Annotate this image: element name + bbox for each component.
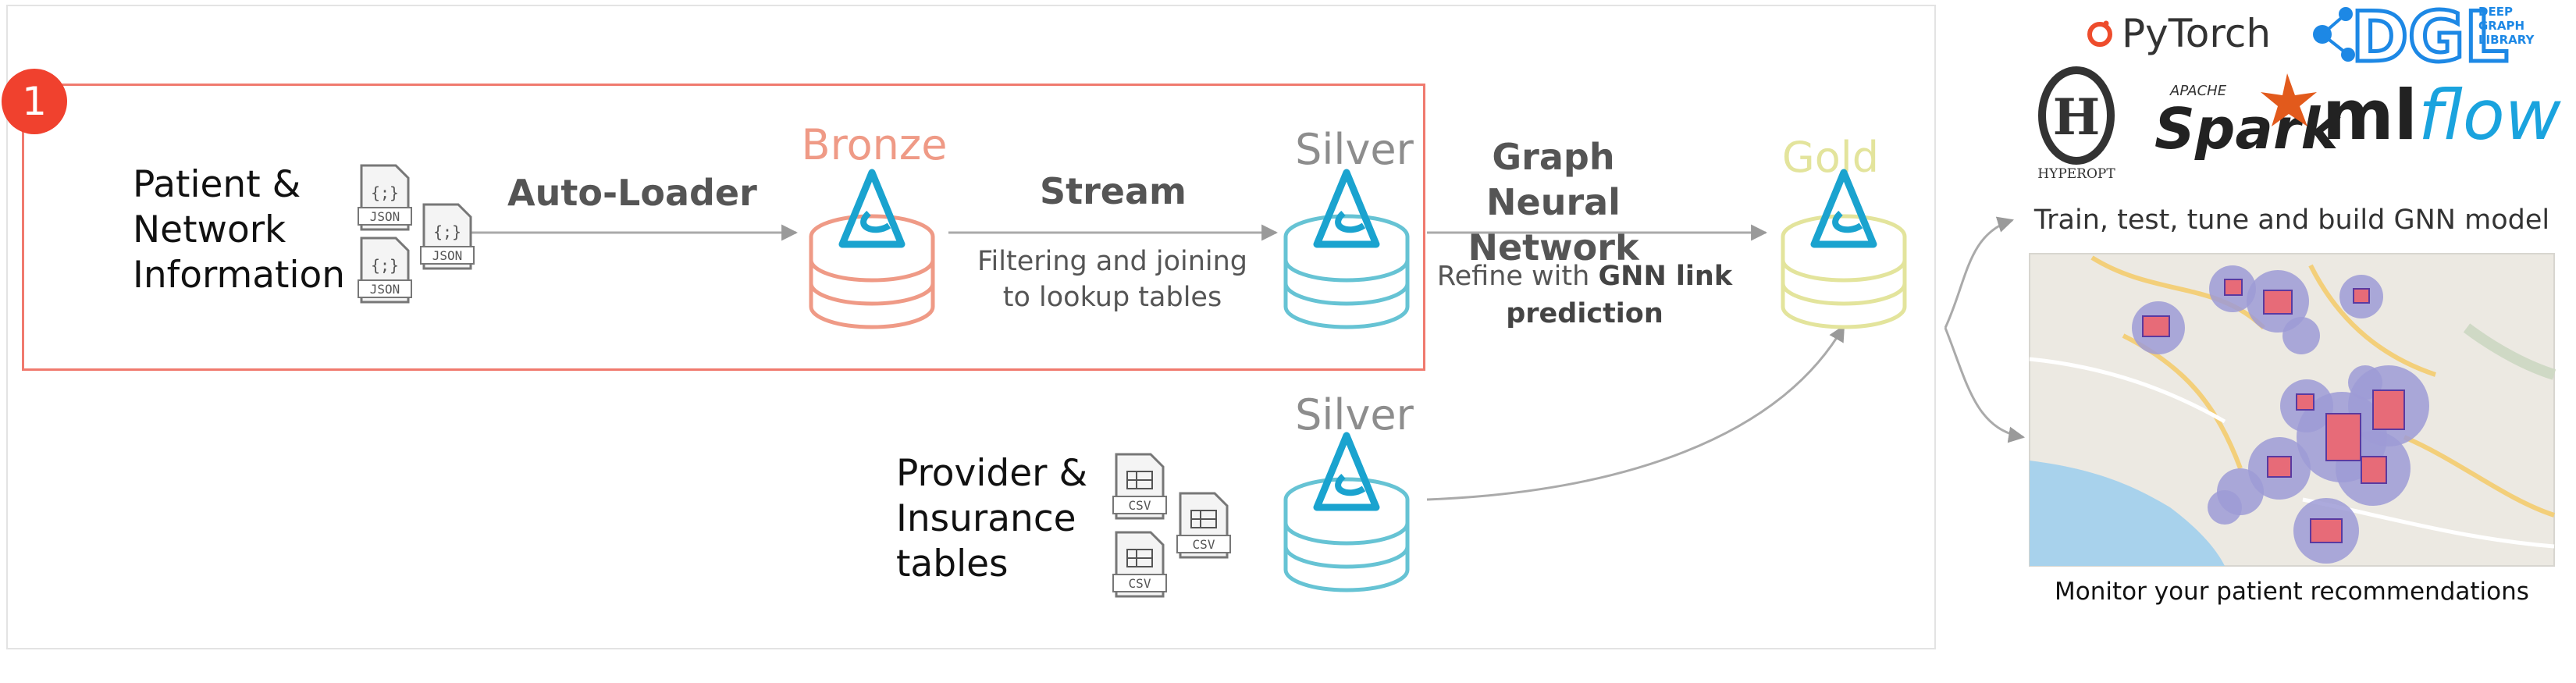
gold-database-icon xyxy=(1783,173,1905,327)
svg-text:ml: ml xyxy=(2322,75,2418,155)
provider-line-1: Provider & xyxy=(896,452,1088,495)
autoloader-label: Auto-Loader xyxy=(507,172,757,214)
svg-text:APACHE: APACHE xyxy=(2169,83,2227,99)
svg-text:JSON: JSON xyxy=(370,282,400,297)
patient-recommendation-map xyxy=(2029,253,2556,567)
refine-subtext: Refine with GNN link prediction xyxy=(1429,258,1741,333)
provider-line-2: Insurance xyxy=(896,497,1076,540)
refine-line-2: prediction xyxy=(1506,298,1663,329)
gold-to-map-arrow xyxy=(1944,327,2026,443)
svg-text:H: H xyxy=(2053,88,2100,147)
step-1-highlight-box xyxy=(22,84,1425,371)
stream-sub-line-2: to lookup tables xyxy=(1002,282,1222,313)
svg-text:{;}: {;} xyxy=(433,222,461,241)
stream-label: Stream xyxy=(1040,170,1187,212)
stream-subtext: Filtering and joining to lookup tables xyxy=(968,244,1257,315)
step-badge: 1 xyxy=(2,69,67,134)
svg-text:{;}: {;} xyxy=(371,183,399,202)
pytorch-logo: PyTorch xyxy=(2087,11,2271,56)
hyperopt-logo: H HYPEROPT xyxy=(2037,66,2115,182)
mlflow-logo: ml flow xyxy=(2322,75,2562,155)
diagram-frame xyxy=(6,5,1936,649)
silver-lower-database-icon xyxy=(1286,436,1407,590)
monitor-caption: Monitor your patient recommendations xyxy=(2055,578,2529,606)
svg-text:DGL: DGL xyxy=(2351,0,2508,77)
svg-text:CSV: CSV xyxy=(1129,576,1151,591)
gold-to-train-arrow xyxy=(1944,216,2015,329)
gold-label: Gold xyxy=(1781,133,1880,182)
bronze-database-icon xyxy=(811,173,933,327)
svg-text:DEEP: DEEP xyxy=(2478,5,2513,19)
patient-line-1: Patient & xyxy=(133,163,301,206)
stream-sub-line-1: Filtering and joining xyxy=(977,246,1248,277)
svg-text:CSV: CSV xyxy=(1193,537,1215,552)
csv-file-icon: CSV xyxy=(1176,492,1231,559)
svg-text:JSON: JSON xyxy=(370,209,400,224)
csv-file-icon: CSV xyxy=(1112,531,1167,598)
svg-text:{;}: {;} xyxy=(371,256,399,275)
spark-logo: APACHE Spark xyxy=(2154,73,2341,162)
gnn-line-1: Graph Neural xyxy=(1486,136,1621,223)
provider-insurance-label: Provider & Insurance tables xyxy=(896,451,1087,587)
svg-text:HYPEROPT: HYPEROPT xyxy=(2037,166,2115,182)
svg-text:JSON: JSON xyxy=(432,248,463,263)
silver-label: Silver xyxy=(1295,125,1414,174)
silver-database-icon xyxy=(1286,173,1407,327)
bronze-label: Bronze xyxy=(801,120,948,169)
spark-star-icon xyxy=(2261,73,2317,126)
dgl-logo: DGL DEEP GRAPH LIBRARY xyxy=(2313,0,2535,80)
svg-text:GRAPH: GRAPH xyxy=(2478,19,2524,33)
json-file-icon: {;} JSON xyxy=(358,164,412,231)
patient-line-2: Network xyxy=(133,208,286,251)
csv-file-icon: CSV xyxy=(1112,453,1167,520)
patient-line-3: Information xyxy=(133,254,346,297)
train-caption: Train, test, tune and build GNN model xyxy=(2033,205,2550,236)
silver-lower-label: Silver xyxy=(1295,390,1414,439)
json-file-icon: {;} JSON xyxy=(420,203,475,270)
json-file-icon: {;} JSON xyxy=(358,237,412,304)
svg-text:PyTorch: PyTorch xyxy=(2122,11,2271,56)
silver-to-gold-arrow xyxy=(1426,325,1845,501)
provider-line-3: tables xyxy=(896,542,1009,585)
svg-text:LIBRARY: LIBRARY xyxy=(2478,33,2535,47)
refine-line-1: Refine with GNN link xyxy=(1436,261,1733,292)
svg-text:flow: flow xyxy=(2418,75,2562,155)
patient-network-label: Patient & Network Information xyxy=(133,162,345,298)
svg-text:CSV: CSV xyxy=(1129,498,1151,513)
svg-text:Spark: Spark xyxy=(2154,96,2341,162)
